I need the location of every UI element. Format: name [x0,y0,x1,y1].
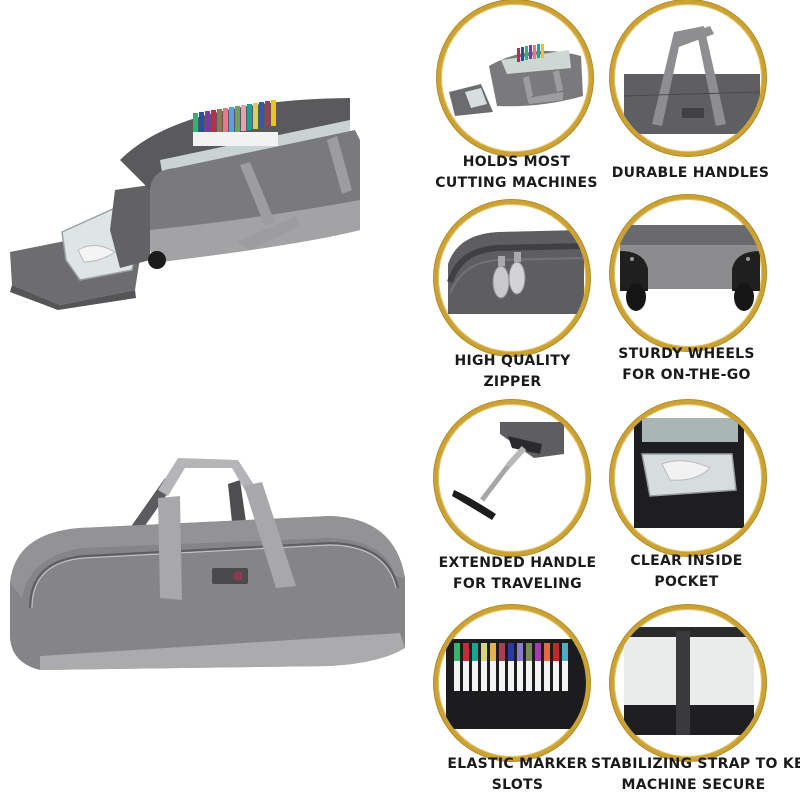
caption-line: POCKET [654,574,719,590]
caption-line: FOR TRAVELING [453,576,582,592]
caption-line: EXTENDED HANDLE [438,555,597,571]
feature-caption: STABILIZING STRAP TO KEEP MACHINE SECURE [591,754,800,796]
open-bag-icon [437,0,593,156]
hero-closed-bag-image [0,448,420,670]
caption-line: STURDY WHEELS [618,346,755,362]
caption-line: MACHINE SECURE [621,777,766,793]
caption-line: HOLDS MOST [462,154,571,170]
markers-icon [434,605,590,761]
telescoping-handle-icon [434,400,590,556]
caption-line: CLEAR INSIDE [630,553,743,569]
caption-line: HIGH QUALITY [454,353,571,369]
zipper-icon [434,200,590,356]
caption-line: ZIPPER [483,374,542,390]
caption-line: CUTTING MACHINES [435,175,598,191]
feature-caption: ELASTIC MARKER SLOTS [430,754,605,796]
feature-caption: EXTENDED HANDLE FOR TRAVELING [430,553,605,595]
feature-caption: CLEAR INSIDE POCKET [599,551,774,593]
clear-pocket-icon [610,400,766,556]
wheels-icon [610,195,766,351]
feature-caption: HIGH QUALITY ZIPPER [425,351,600,393]
strap-icon [610,605,766,761]
caption-line: SLOTS [491,777,544,793]
handles-icon [610,0,766,156]
caption-line: ELASTIC MARKER [447,756,588,772]
hero-open-bag-image [0,80,360,310]
feature-caption: HOLDS MOST CUTTING MACHINES [429,152,604,194]
feature-caption: STURDY WHEELS FOR ON-THE-GO [599,344,774,386]
caption-line: FOR ON-THE-GO [622,367,751,383]
caption-line: DURABLE HANDLES [611,165,770,181]
caption-line: STABILIZING STRAP TO KEEP [591,756,800,772]
feature-caption: DURABLE HANDLES [603,163,778,184]
